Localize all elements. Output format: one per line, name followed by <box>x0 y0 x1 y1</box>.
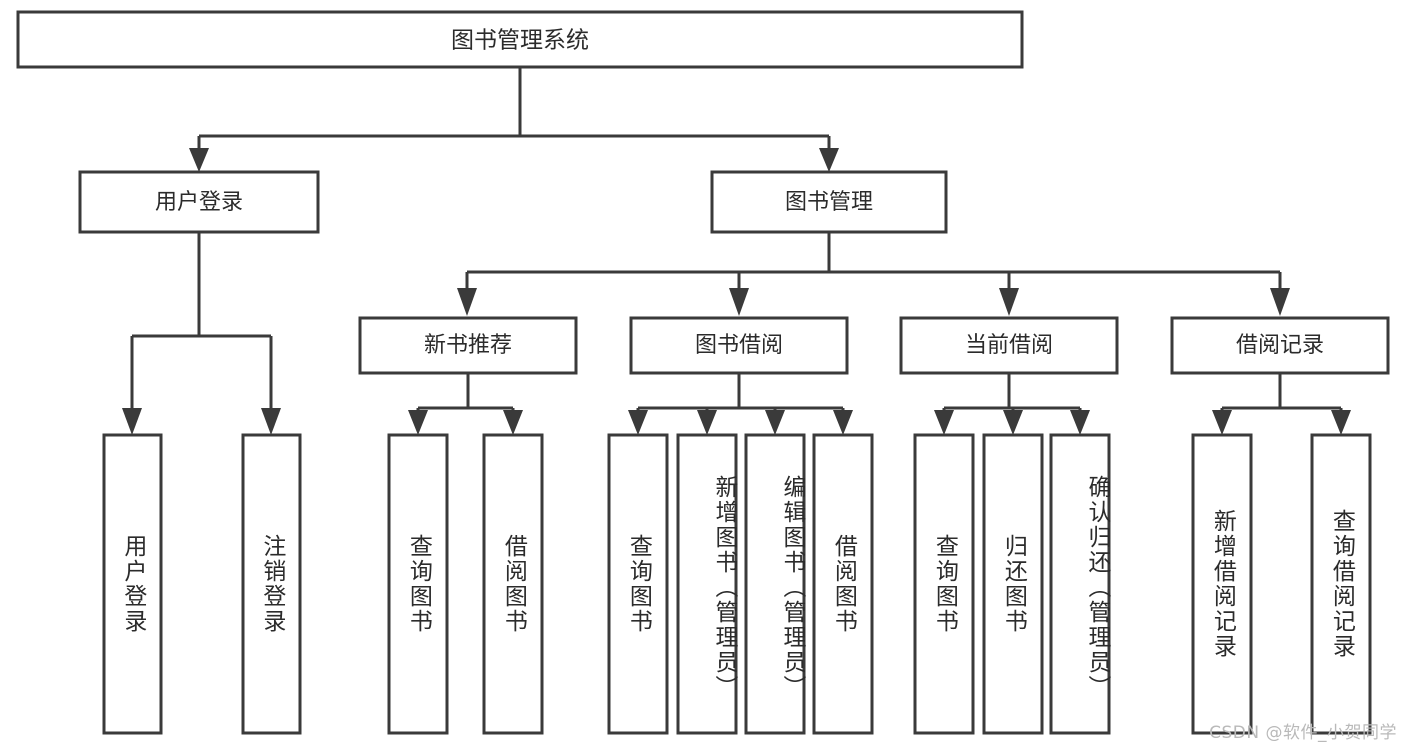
arrow-head-borrow-record <box>1270 288 1290 316</box>
arrow-head-leaf-logout <box>261 408 281 435</box>
leaf-box-bb-edit-book[interactable] <box>744 433 806 735</box>
arrow-head-br-leaf-2 <box>1331 410 1351 435</box>
node-borrow-record-label: 借阅记录 <box>1236 333 1324 358</box>
arrow-head-nb-leaf-1 <box>408 410 428 435</box>
arrow-head-cb-leaf-1 <box>934 410 954 435</box>
node-new-book-label: 新书推荐 <box>424 333 512 358</box>
leaf-box-bb-add-book[interactable] <box>676 433 738 735</box>
node-book-borrow-label: 图书借阅 <box>695 333 783 358</box>
leaf-box-cb-return-book[interactable] <box>982 433 1044 735</box>
arrow-head-cb-leaf-2 <box>1003 410 1023 435</box>
leaf-box-br-add-record[interactable] <box>1191 433 1253 735</box>
arrow-head-bb-leaf-3 <box>765 410 785 435</box>
arrow-head-br-leaf-1 <box>1212 410 1232 435</box>
leaf-box-cb-query-book[interactable] <box>913 433 975 735</box>
leaf-box-bb-borrow-book[interactable] <box>812 433 874 735</box>
node-book-mgmt-box[interactable] <box>710 170 948 234</box>
leaf-box-bb-query-book[interactable] <box>607 433 669 735</box>
node-new-book-box[interactable] <box>358 316 578 375</box>
arrow-head-bb-leaf-1 <box>628 410 648 435</box>
node-root-label: 图书管理系统 <box>451 28 589 54</box>
arrow-head-book-mgmt <box>819 148 839 172</box>
arrow-head-leaf-user-login <box>122 408 142 435</box>
arrow-head-bb-leaf-4 <box>833 410 853 435</box>
node-root-box[interactable] <box>16 10 1024 69</box>
node-book-mgmt-label: 图书管理 <box>785 190 873 215</box>
csdn-watermark: CSDN @软件_小贺同学 <box>1209 723 1397 743</box>
node-current-borrow-box[interactable] <box>899 316 1119 375</box>
leaf-box-user-login[interactable] <box>102 433 163 735</box>
leaf-box-nb-query-book[interactable] <box>387 433 449 735</box>
arrow-head-bb-leaf-2 <box>697 410 717 435</box>
leaf-box-logout[interactable] <box>241 433 302 735</box>
leaf-box-br-query-record[interactable] <box>1310 433 1372 735</box>
arrow-head-nb-leaf-2 <box>503 410 523 435</box>
node-current-borrow-label: 当前借阅 <box>965 333 1053 358</box>
leaf-box-nb-borrow-book[interactable] <box>482 433 544 735</box>
node-borrow-record-box[interactable] <box>1170 316 1390 375</box>
arrow-head-current-borrow <box>999 288 1019 316</box>
arrow-head-new-book <box>457 288 477 316</box>
arrow-head-user-login <box>189 148 209 172</box>
arrow-head-book-borrow <box>729 288 749 316</box>
node-book-borrow-box[interactable] <box>629 316 849 375</box>
arrow-head-cb-leaf-3 <box>1070 410 1090 435</box>
leaf-box-cb-confirm-return[interactable] <box>1049 433 1111 735</box>
node-user-login-label: 用户登录 <box>155 190 243 215</box>
